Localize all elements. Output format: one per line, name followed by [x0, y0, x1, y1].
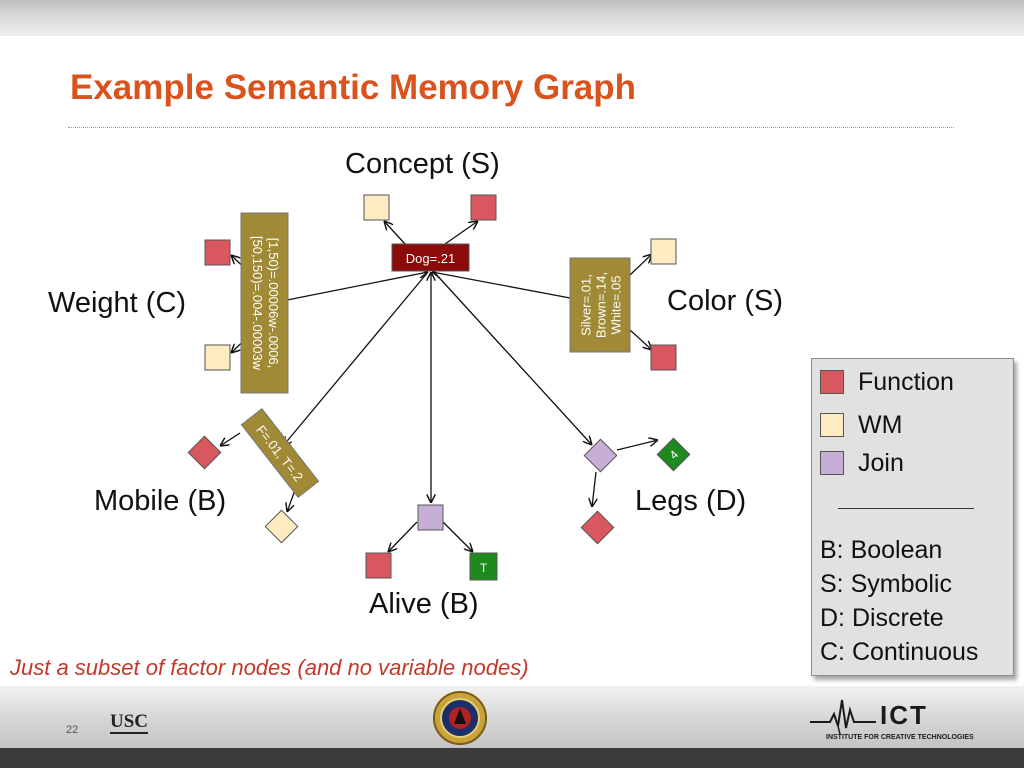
- legend-item-function: Function: [820, 368, 954, 396]
- legs-value-node: [656, 437, 691, 472]
- page-number: 22: [66, 724, 79, 736]
- edge-color-wm: [629, 254, 652, 276]
- edge-center-mobile-join: [283, 271, 429, 446]
- edge-alive-value: [442, 521, 473, 552]
- alive-function-node: [365, 552, 392, 579]
- variable-label-alive: Alive (B): [369, 588, 479, 620]
- weight-wm-node: [204, 344, 231, 371]
- color-wm-node: [650, 238, 677, 265]
- variable-label-concept: Concept (S): [345, 148, 500, 180]
- slide-title: Example Semantic Memory Graph: [70, 68, 637, 107]
- top-banner: [0, 0, 1024, 36]
- edges: [220, 221, 658, 552]
- variable-label-legs: Legs (D): [635, 485, 747, 517]
- ict-logo-text: ICT: [880, 700, 928, 730]
- edge-center-weight: [261, 272, 428, 306]
- color-function-node: [650, 344, 677, 371]
- edge-center-color: [432, 272, 571, 299]
- legend-def-continuous: C: Continuous: [820, 638, 979, 666]
- legend-item-wm: WM: [820, 411, 902, 439]
- edge-alive-function: [388, 521, 418, 552]
- legend-divider: [838, 508, 974, 509]
- weight-factor-label: [1,50)=.00006w-.0006, [50,150)=.004-.000…: [240, 212, 289, 394]
- alive-value-text: T: [480, 561, 488, 575]
- alive-join-node: [417, 504, 444, 531]
- alive-value-node: [469, 552, 498, 581]
- army-seal-logo: [433, 691, 487, 745]
- legend-def-symbolic: S: Symbolic: [820, 570, 952, 598]
- color-factor-line1: Silver=.01,: [578, 274, 593, 336]
- color-factor-line3: White=.05: [608, 276, 623, 335]
- legend-swatch-function: [820, 370, 844, 394]
- edge-legs-function: [592, 471, 596, 507]
- color-factor-label: Silver=.01, Brown=.14, White=.05: [569, 257, 631, 353]
- weight-factor-line1: [1,50)=.00006w-.0006,: [266, 238, 281, 368]
- legend-swatch-join: [820, 451, 844, 475]
- variable-label-mobile: Mobile (B): [94, 485, 227, 517]
- edge-color-function: [629, 329, 652, 350]
- ict-logo-mark: [810, 699, 876, 734]
- legend-label-function: Function: [858, 367, 954, 396]
- edge-center-concept-wm: [384, 221, 406, 245]
- legend: Function WM Join B: Boolean S: Symbolic …: [811, 358, 1014, 676]
- legend-def-boolean: B: Boolean: [820, 536, 943, 564]
- edge-mobile-wm: [287, 489, 296, 512]
- legs-join-node: [583, 438, 618, 473]
- ict-logo-subtitle: INSTITUTE FOR CREATIVE TECHNOLOGIES: [826, 734, 974, 741]
- legend-def-discrete: D: Discrete: [820, 604, 944, 632]
- footnote: Just a subset of factor nodes (and no va…: [10, 655, 529, 680]
- title-divider: [68, 127, 954, 128]
- weight-factor-line2: [50,150)=.004-.00003w: [250, 236, 265, 371]
- legend-swatch-wm: [820, 413, 844, 437]
- legs-function-node: [580, 510, 615, 545]
- weight-function-node: [204, 239, 231, 266]
- color-factor-line2: Brown=.14,: [593, 272, 608, 338]
- variable-label-weight: Weight (C): [48, 287, 187, 319]
- mobile-wm-node: [264, 509, 299, 544]
- edge-center-concept-function: [444, 221, 478, 245]
- legend-label-join: Join: [858, 448, 904, 477]
- concept-wm-node: [363, 194, 390, 221]
- usc-logo: USC: [110, 711, 149, 734]
- mobile-function-node: [187, 435, 222, 470]
- center-node-label: Dog=.21: [406, 251, 456, 266]
- legend-item-join: Join: [820, 449, 904, 477]
- footer-strip: [0, 748, 1024, 768]
- concept-function-node: [470, 194, 497, 221]
- variable-label-color: Color (S): [667, 285, 784, 317]
- edge-mobile-function: [220, 432, 241, 446]
- legend-label-wm: WM: [858, 410, 903, 439]
- mobile-factor-label: F=.01, T=.2: [240, 408, 320, 498]
- center-node: [391, 243, 470, 272]
- edge-center-legs-join: [433, 271, 592, 445]
- edge-legs-value: [616, 440, 658, 451]
